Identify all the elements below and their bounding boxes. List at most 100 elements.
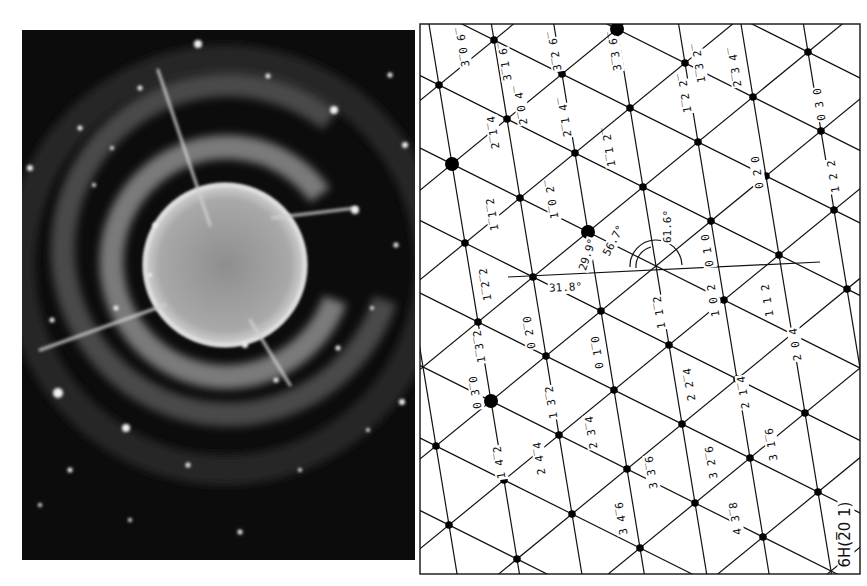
angle-label: 31.8° [548,280,584,295]
lattice-line [420,24,860,574]
lattice-line [420,24,860,574]
diffraction-spot [746,454,754,462]
lattice-line [420,24,860,574]
diffraction-spot [817,127,825,135]
diffraction-spot [775,251,783,259]
diffraction-spot [665,341,673,349]
angle-marks [508,240,820,277]
diffraction-spot [843,285,851,293]
diffraction-spot [681,59,689,67]
lattice-line [420,24,860,574]
lattice-line [420,24,860,574]
diffraction-spot [435,81,443,89]
diffraction-spot [513,555,521,563]
lattice-line [420,24,860,574]
lattice-line [420,24,860,574]
diffraction-spot [639,183,647,191]
lattice-line [420,376,860,574]
angle-label: 61.6° [662,208,675,243]
lattice-line [420,24,860,574]
diffraction-spot [503,115,511,123]
diffraction-spot [830,206,838,214]
lattice-line [420,24,860,574]
diffraction-spot [707,217,715,225]
diffraction-spot [490,36,498,44]
lattice-line [420,24,860,574]
lattice-line [420,24,860,574]
lattice-line [420,24,860,574]
lattice-line [420,24,860,574]
lattice-line [420,24,848,574]
lattice-line [420,24,860,574]
lattice-line [420,24,860,574]
diffraction-spot [474,318,482,326]
diffraction-spot [571,149,579,157]
lattice-line [420,24,860,77]
lattice-line [420,24,860,574]
lattice-line [420,24,860,574]
lattice-line [420,24,860,574]
strong-spot [610,24,624,36]
lattice-line [420,139,860,574]
lattice-line [420,24,860,574]
lattice-line [420,24,860,574]
diffraction-spot [801,409,809,417]
diffraction-spot [461,239,469,247]
lattice-line [420,24,860,574]
lattice-line [420,455,860,574]
diffraction-spot [597,307,605,315]
diffraction-spot [678,420,686,428]
lattice-line [420,24,860,574]
diffraction-spot [623,465,631,473]
lattice-line [420,24,644,574]
pattern-title: 6H(2̅0 1) [838,500,855,568]
strong-spot [445,157,459,171]
lattice-line [420,24,860,574]
diffraction-spot [445,521,453,529]
lattice-line [532,24,860,574]
lattice-line [420,60,860,574]
lattice-line [420,24,860,574]
lattice-line [420,534,860,574]
diffraction-spot [610,386,618,394]
diffraction-spot [759,533,767,541]
lattice-line [668,24,860,574]
lattice-line [420,24,508,574]
lattice-line [420,24,440,574]
lattice-line [420,24,860,574]
diffraction-spot [804,48,812,56]
diffraction-spot [636,544,644,552]
diffraction-spot [568,510,576,518]
lattice-line [420,24,860,574]
lattice-line [420,297,860,574]
lattice-line [420,24,860,472]
diffraction-spot [694,138,702,146]
lattice-line [420,24,860,574]
lattice-line [420,24,860,574]
diffraction-spot [814,488,822,496]
diffraction-spot [626,104,634,112]
lattice-line [420,24,712,574]
diffraction-spot [516,194,524,202]
strong-spot [484,394,498,408]
lattice-line [420,24,860,551]
diffraction-spot [432,442,440,450]
pattern-frame [420,24,860,574]
diffraction-spot [529,273,537,281]
diffraction-spot [749,93,757,101]
lattice-line [420,24,860,574]
lattice-line [420,24,860,235]
lattice-line [420,218,860,574]
diffraction-spot [720,296,728,304]
diffraction-spot [555,431,563,439]
lattice-line [420,24,860,393]
diffraction-spot [691,499,699,507]
lattice-line [420,24,860,574]
lattice-line [420,24,860,574]
lattice-line [420,24,860,574]
diffraction-spot [542,352,550,360]
lattice-line [420,24,860,574]
lattice-line [420,24,860,574]
lattice-line [420,24,860,574]
